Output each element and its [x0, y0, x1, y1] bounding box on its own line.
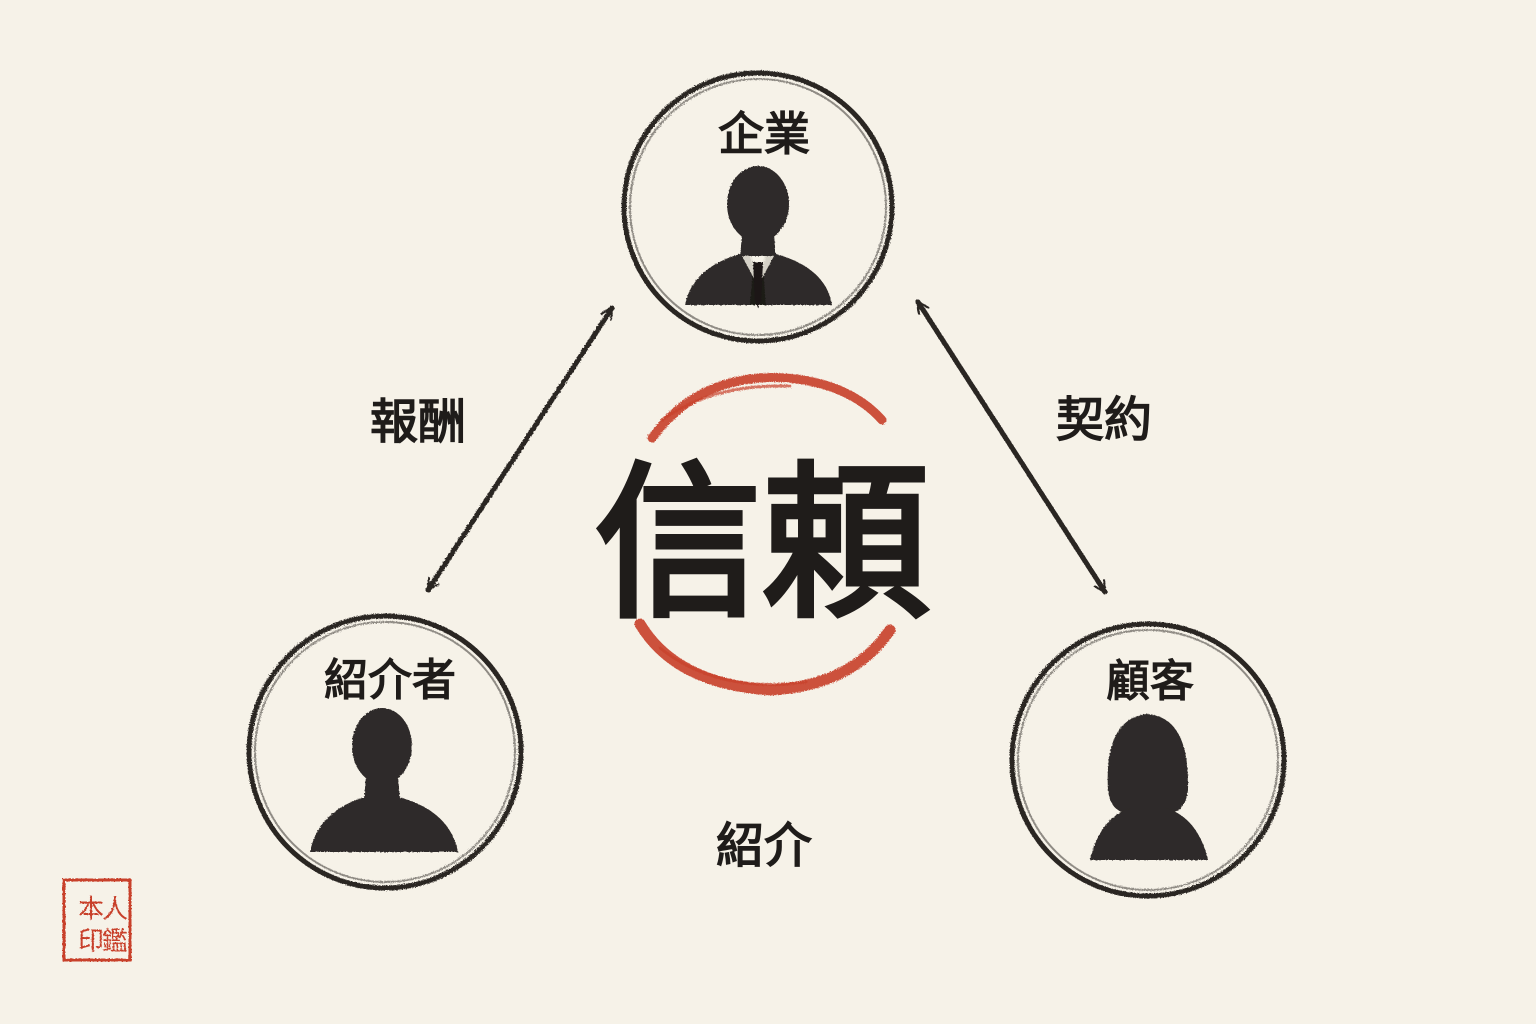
businessman-icon — [685, 166, 832, 308]
node-introducer: 紹介者 — [246, 613, 524, 891]
arrow-company-introducer — [425, 305, 615, 593]
center-trust-label: 信頼 — [594, 444, 931, 642]
red-seal-text: 本 — [78, 895, 104, 925]
svg-text:印: 印 — [78, 927, 104, 957]
edge-label-contract: 契約 — [1056, 392, 1152, 448]
edge-label-reward: 報酬 — [370, 394, 466, 450]
red-seal-stamp: 本 人 印 鑑 — [62, 878, 132, 962]
center-trust: 信頼 — [594, 373, 931, 696]
company-circle — [621, 70, 895, 344]
svg-text:人: 人 — [102, 895, 128, 925]
red-brush-arc-bottom-thin — [658, 646, 808, 686]
introducer-person-icon — [310, 708, 458, 852]
node-company: 企業 — [621, 70, 895, 344]
arrow-company-customer — [915, 299, 1108, 595]
introducer-circle — [246, 613, 524, 891]
customer-woman-icon — [1090, 714, 1208, 860]
node-customer: 顧客 — [1009, 621, 1287, 899]
customer-circle-inner-stroke — [1017, 629, 1279, 891]
svg-text:鑑: 鑑 — [102, 927, 128, 957]
introducer-circle-inner-stroke — [254, 621, 516, 883]
edge-label-introduction: 紹介 — [716, 818, 813, 874]
company-circle-inner-stroke — [629, 78, 887, 336]
red-brush-arc-bottom — [634, 618, 896, 696]
introducer-label: 紹介者 — [324, 655, 456, 706]
red-brush-arc-top-thin — [660, 384, 792, 422]
customer-circle — [1009, 621, 1287, 899]
company-label: 企業 — [718, 107, 810, 161]
customer-label: 顧客 — [1106, 656, 1194, 707]
